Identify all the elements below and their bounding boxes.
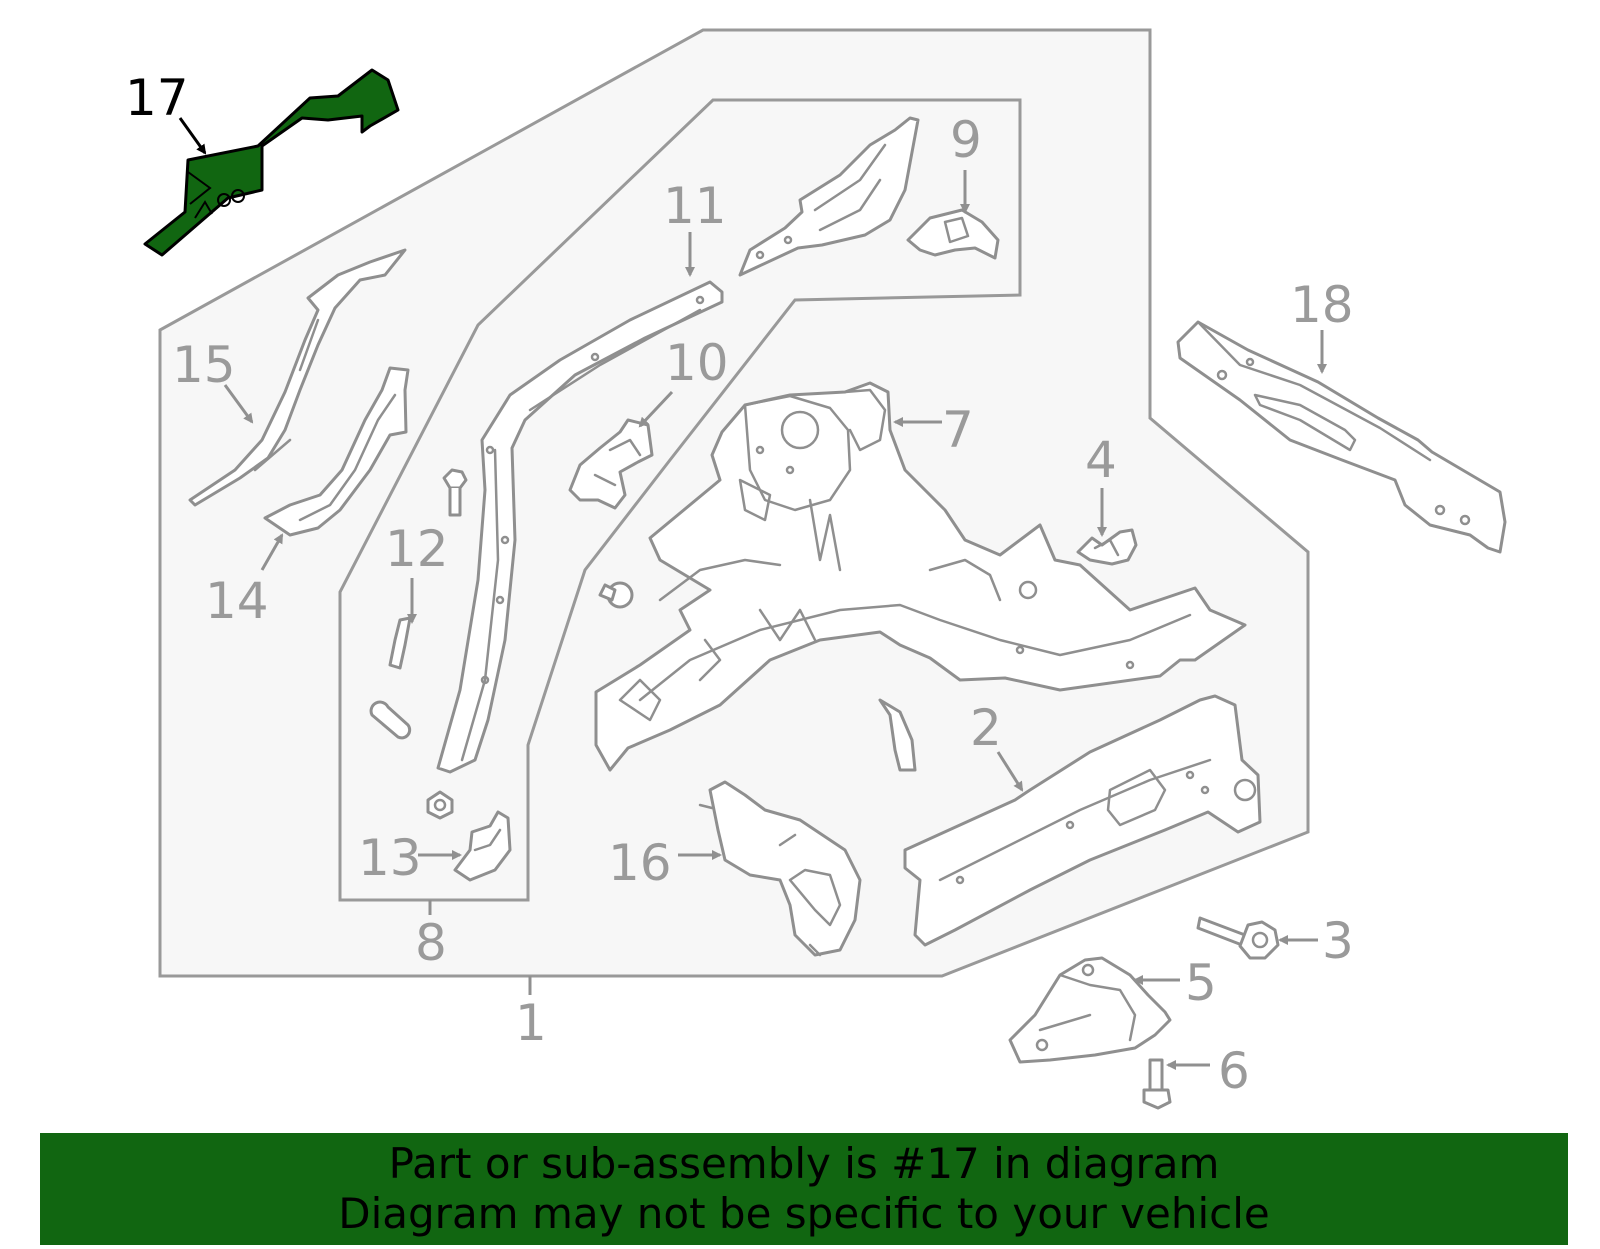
callout-7[interactable]: 7 — [942, 401, 974, 459]
banner-line-1: Part or sub-assembly is #17 in diagram — [388, 1139, 1220, 1188]
part-4[interactable] — [1076, 528, 1138, 566]
info-banner: Part or sub-assembly is #17 in diagram D… — [40, 1133, 1568, 1245]
callout-18[interactable]: 18 — [1290, 276, 1354, 334]
part-6[interactable] — [1142, 1058, 1172, 1110]
part-3[interactable] — [1196, 916, 1280, 960]
bolt-fastener-upper — [442, 468, 468, 517]
arrow-15 — [223, 384, 254, 424]
banner-line-2: Diagram may not be specific to your vehi… — [338, 1189, 1270, 1238]
arrow-2 — [996, 751, 1024, 792]
part-18[interactable] — [1176, 320, 1507, 554]
part-11[interactable] — [436, 280, 724, 774]
callout-6[interactable]: 6 — [1218, 1042, 1250, 1100]
small-bracket — [878, 698, 917, 772]
callout-17[interactable]: 17 — [125, 69, 189, 127]
nut-fastener — [426, 790, 454, 820]
part-2[interactable] — [903, 694, 1262, 947]
callout-13[interactable]: 13 — [358, 829, 422, 887]
callout-8[interactable]: 8 — [415, 914, 447, 972]
callout-12[interactable]: 12 — [385, 520, 449, 578]
part-10[interactable] — [568, 418, 654, 510]
part-5[interactable] — [1008, 956, 1172, 1064]
callout-10[interactable]: 10 — [665, 334, 729, 392]
part-17-highlighted[interactable] — [143, 68, 400, 257]
callout-15[interactable]: 15 — [172, 336, 236, 394]
callout-1[interactable]: 1 — [515, 994, 547, 1052]
callout-11[interactable]: 11 — [663, 177, 727, 235]
assembly-region-8 — [338, 98, 1022, 902]
callout-16[interactable]: 16 — [608, 834, 672, 892]
part-13[interactable] — [453, 810, 512, 882]
part-15[interactable] — [188, 248, 407, 507]
callout-14[interactable]: 14 — [205, 572, 269, 630]
part-16[interactable] — [698, 780, 862, 957]
part-9[interactable] — [906, 208, 1000, 260]
part-7[interactable] — [594, 381, 1247, 772]
callout-2[interactable]: 2 — [970, 699, 1002, 757]
callout-9[interactable]: 9 — [950, 111, 982, 169]
callout-3[interactable]: 3 — [1322, 912, 1354, 970]
callout-5[interactable]: 5 — [1185, 954, 1217, 1012]
part-9-bracket-upper[interactable] — [738, 116, 920, 277]
part-14[interactable] — [263, 366, 410, 537]
arrow-14 — [260, 533, 284, 571]
arrow-10 — [638, 390, 674, 428]
callout-4[interactable]: 4 — [1085, 431, 1117, 489]
clip-fastener — [598, 581, 634, 609]
arrow-17 — [178, 117, 207, 155]
